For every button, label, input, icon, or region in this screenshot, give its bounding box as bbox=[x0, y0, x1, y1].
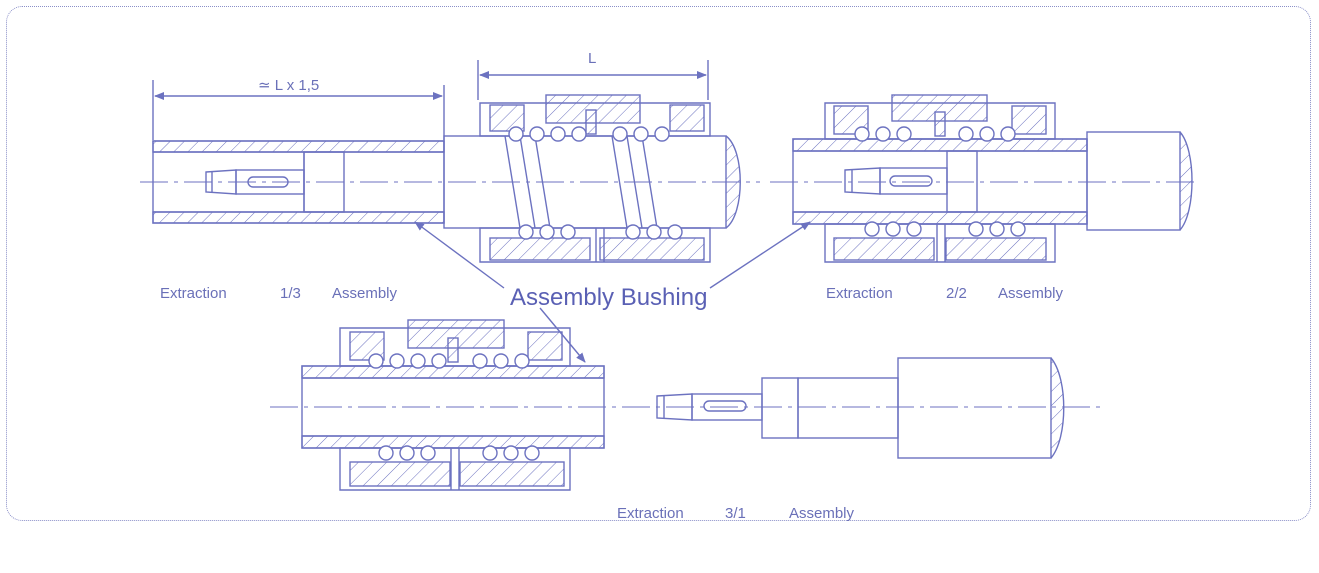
assembly-diagram bbox=[140, 60, 1200, 491]
assembly-bushing-label: Assembly Bushing bbox=[510, 284, 708, 311]
tube-length-dimension: ≃ L x 1,5 bbox=[258, 77, 320, 94]
step1-extraction-label: Extraction bbox=[160, 285, 227, 302]
nut-length-dimension: L bbox=[588, 50, 597, 67]
step1-ratio-label: 1/3 bbox=[280, 285, 301, 302]
step2-drawing bbox=[770, 94, 1200, 263]
step-label-3: Extraction 3/1 Assembly bbox=[617, 505, 854, 573]
step3-extraction-label: Extraction bbox=[617, 505, 684, 522]
step3-drawing bbox=[270, 319, 1100, 491]
step3-assembly-label: Assembly bbox=[789, 505, 855, 522]
callout-leaders bbox=[414, 221, 811, 363]
step1-drawing bbox=[140, 60, 760, 263]
diagram-frame bbox=[6, 6, 1311, 521]
step2-extraction-label: Extraction bbox=[826, 285, 893, 302]
step-label-1: Extraction 1/3 Assembly bbox=[160, 285, 397, 353]
bearing-balls bbox=[368, 126, 1026, 461]
step2-assembly-label: Assembly bbox=[998, 285, 1064, 302]
step1-assembly-label: Assembly bbox=[332, 285, 398, 302]
step-label-2: Extraction 2/2 Assembly bbox=[826, 285, 1063, 353]
step3-ratio-label: 3/1 bbox=[725, 505, 746, 522]
step2-ratio-label: 2/2 bbox=[946, 285, 967, 302]
